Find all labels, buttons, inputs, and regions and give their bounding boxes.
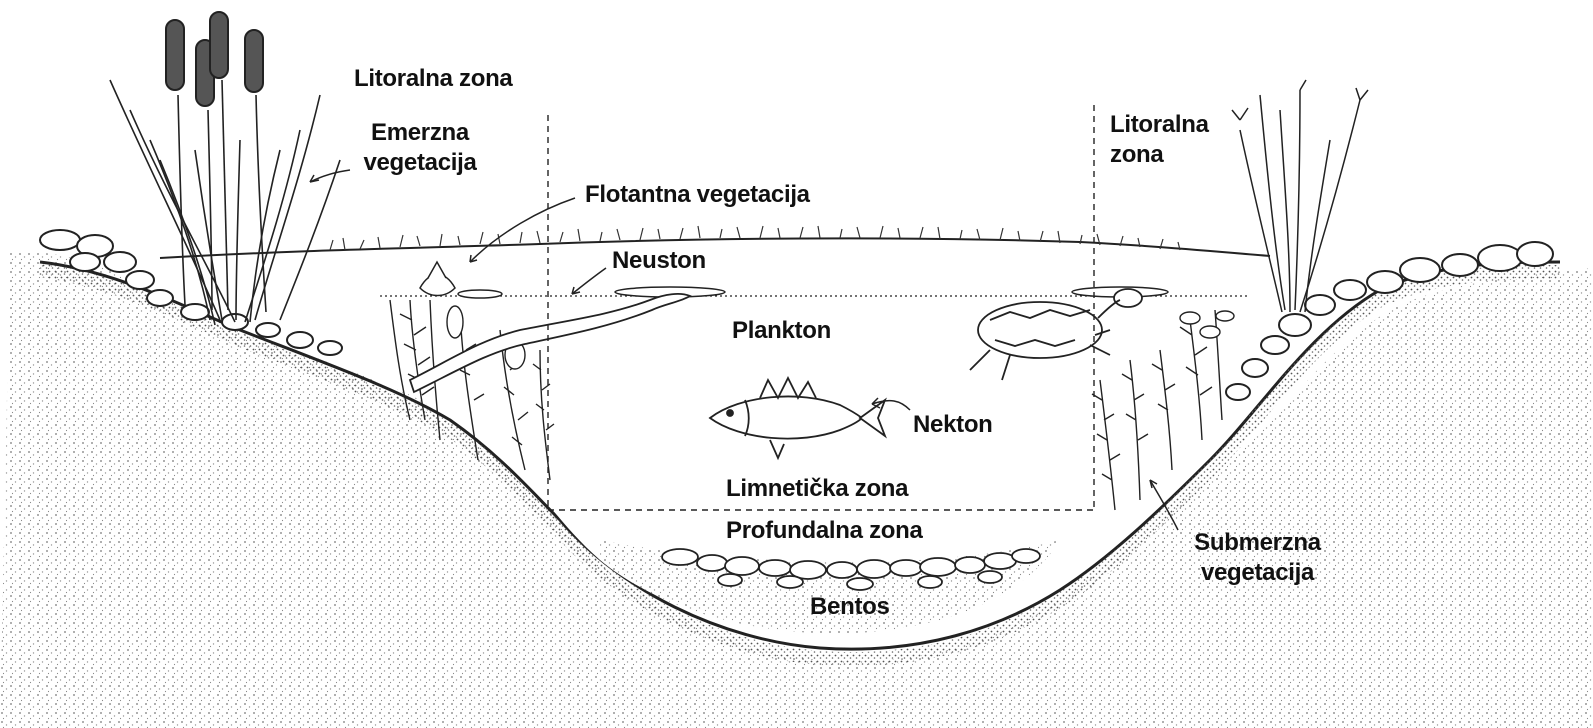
label-limnetic-zone: Limnetička zona <box>726 474 908 504</box>
label-neuston: Neuston <box>612 246 706 276</box>
label-emergent-vegetation: Emerzna vegetacija <box>355 118 485 178</box>
label-littoral-right-line1: Litoralna <box>1110 110 1220 140</box>
label-submerged-line1: Submerzna <box>1180 528 1335 558</box>
label-nekton: Nekton <box>913 410 993 440</box>
label-submerged-line2: vegetacija <box>1180 558 1335 588</box>
label-submerged-vegetation: Submerzna vegetacija <box>1180 528 1335 588</box>
label-littoral-right-line2: zona <box>1110 140 1220 170</box>
label-profundal-zone: Profundalna zona <box>726 516 923 546</box>
label-emergent-line1: Emerzna <box>355 118 485 148</box>
shore-reeds-right <box>1232 80 1368 312</box>
label-floating-vegetation: Flotantna vegetacija <box>585 180 810 210</box>
label-littoral-zone-left: Litoralna zona <box>354 64 512 94</box>
label-emergent-line2: vegetacija <box>355 148 485 178</box>
label-benthos: Bentos <box>810 592 890 622</box>
label-plankton: Plankton <box>732 316 831 346</box>
label-littoral-zone-right: Litoralna zona <box>1110 110 1220 170</box>
